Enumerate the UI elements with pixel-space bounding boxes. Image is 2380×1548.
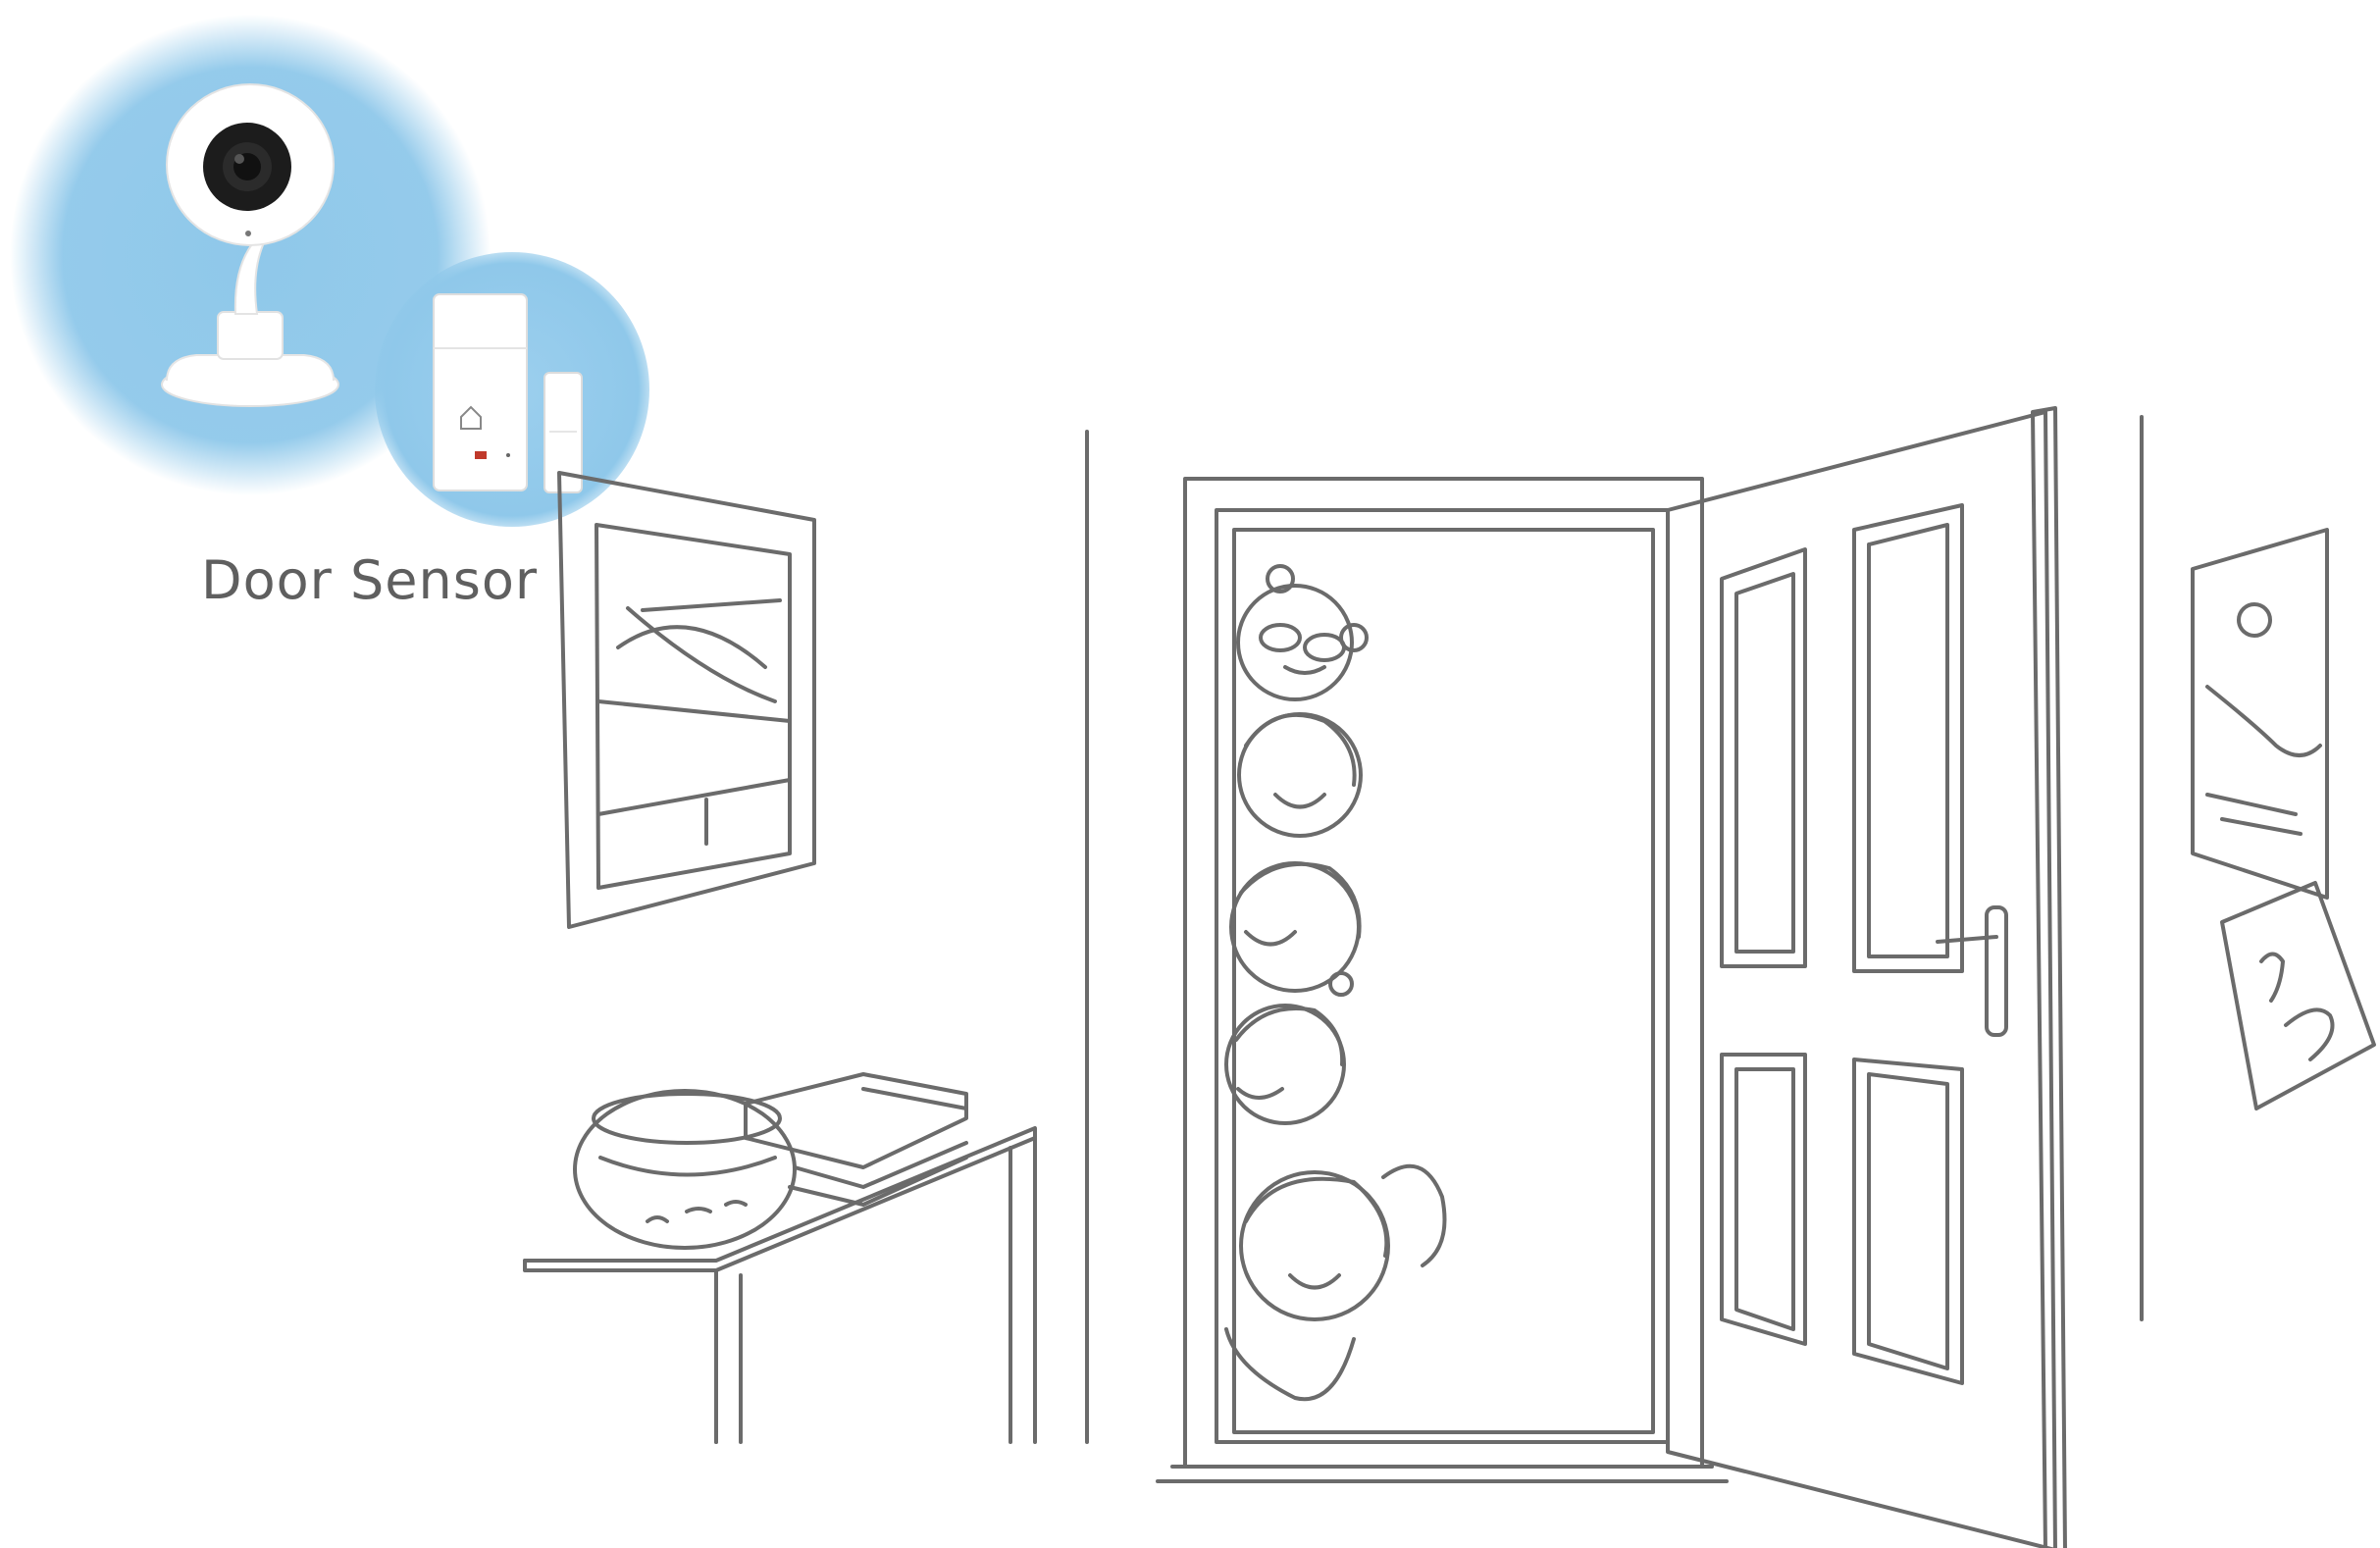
books [744, 1072, 968, 1207]
door-sensor-icon [433, 293, 583, 493]
door-frame [1156, 477, 1729, 1483]
open-door [1666, 406, 2067, 1548]
side-table [523, 1126, 1037, 1444]
room-line-art [523, 406, 2376, 1548]
wall-art [2191, 528, 2376, 1110]
wall-window [557, 471, 816, 929]
fish-bowl [573, 1089, 797, 1250]
smart-camera-icon [161, 83, 339, 407]
peeking-faces [1224, 564, 1447, 1402]
door-sensor-caption: Door Sensor [201, 549, 539, 611]
